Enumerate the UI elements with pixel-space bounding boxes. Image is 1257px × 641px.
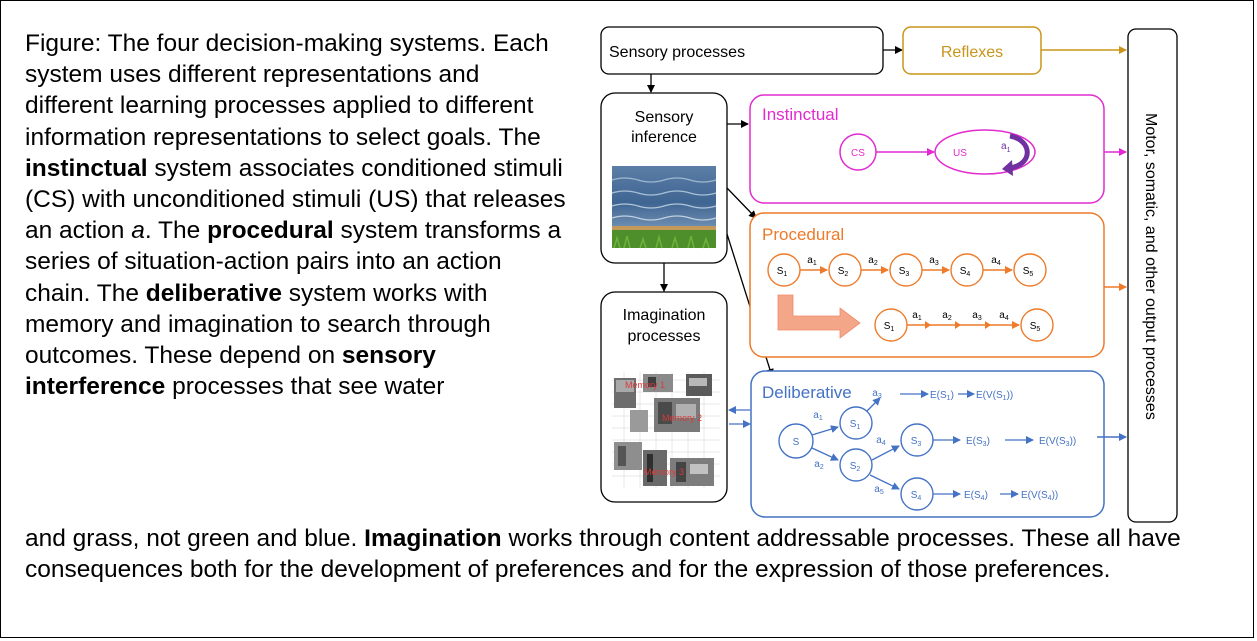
delib-a4: a4 bbox=[876, 435, 886, 447]
caption-text-continued: and grass, not green and blue. Imaginati… bbox=[25, 525, 1181, 584]
cs-label: CS bbox=[851, 148, 865, 159]
proc-s3: S3 bbox=[899, 266, 910, 278]
e-s4: E(S4) bbox=[964, 490, 988, 502]
deliberative-tree bbox=[778, 406, 934, 511]
chain-transform-arrow bbox=[777, 294, 861, 339]
proc-bottom-s5: S5 bbox=[1030, 321, 1041, 333]
delib-a1: a1 bbox=[813, 410, 823, 422]
delib-a2: a2 bbox=[814, 459, 824, 471]
proc-s2: S2 bbox=[838, 266, 849, 278]
delib-a5: a5 bbox=[874, 484, 884, 496]
water-grass-photo bbox=[611, 166, 717, 249]
output-processes-box bbox=[1127, 28, 1178, 523]
sensory-processes-label: Sensory processes bbox=[609, 44, 745, 61]
memory-1-label: Memory 1 bbox=[625, 380, 665, 390]
deliberative-title: Deliberative bbox=[762, 383, 852, 402]
proc-bottom-a2: a2 bbox=[942, 310, 952, 322]
proc-a2: a2 bbox=[868, 255, 878, 267]
caption-text: Figure: The four decision-making systems… bbox=[25, 30, 566, 401]
instinctual-title: Instinctual bbox=[762, 105, 839, 124]
procedural-chain-top bbox=[767, 253, 1047, 287]
memory-2-label: Memory 2 bbox=[662, 413, 702, 423]
delib-s: S bbox=[793, 437, 800, 448]
proc-a1: a1 bbox=[807, 255, 817, 267]
reflexes-label: Reflexes bbox=[941, 44, 1003, 61]
delib-s4: S4 bbox=[911, 490, 922, 502]
e-s1: E(S1) bbox=[930, 390, 954, 402]
sensory-inference-label-1: Sensory bbox=[635, 109, 694, 126]
delib-s3: S3 bbox=[911, 436, 922, 448]
proc-s5: S5 bbox=[1023, 266, 1034, 278]
proc-a4: a4 bbox=[991, 255, 1001, 267]
ev-s4: E(V(S4)) bbox=[1021, 490, 1058, 502]
release-action-arrow bbox=[1009, 133, 1030, 171]
delib-s2: S2 bbox=[850, 461, 861, 473]
delib-s1: S1 bbox=[850, 419, 861, 431]
delib-a3: a3 bbox=[872, 388, 882, 400]
a1-label: a1 bbox=[1001, 141, 1011, 154]
proc-bottom-a1: a1 bbox=[912, 310, 922, 322]
us-label: US bbox=[953, 148, 967, 159]
imagination-label-2: processes bbox=[628, 328, 701, 345]
imagination-label-1: Imagination bbox=[623, 307, 706, 324]
proc-a3: a3 bbox=[929, 255, 939, 267]
procedural-chain-bottom bbox=[874, 308, 1054, 342]
proc-bottom-s1: S1 bbox=[884, 321, 895, 333]
memory-3-label: Memory 3 bbox=[644, 467, 684, 477]
output-processes-label: Motor, somatic, and other output process… bbox=[1142, 113, 1159, 420]
memory-collage: Memory 1 Memory 2 Memory 3 bbox=[612, 372, 720, 488]
e-s3: E(S3) bbox=[966, 436, 990, 448]
us-node bbox=[934, 129, 1036, 175]
ev-s3: E(V(S3)) bbox=[1039, 436, 1076, 448]
proc-bottom-a3: a3 bbox=[972, 310, 982, 322]
proc-s1: S1 bbox=[777, 266, 788, 278]
proc-s4: S4 bbox=[960, 266, 971, 278]
proc-bottom-a4: a4 bbox=[999, 310, 1009, 322]
sensory-inference-label-2: inference bbox=[631, 129, 697, 146]
procedural-title: Procedural bbox=[762, 225, 844, 244]
ev-s1: E(V(S1)) bbox=[976, 390, 1013, 402]
